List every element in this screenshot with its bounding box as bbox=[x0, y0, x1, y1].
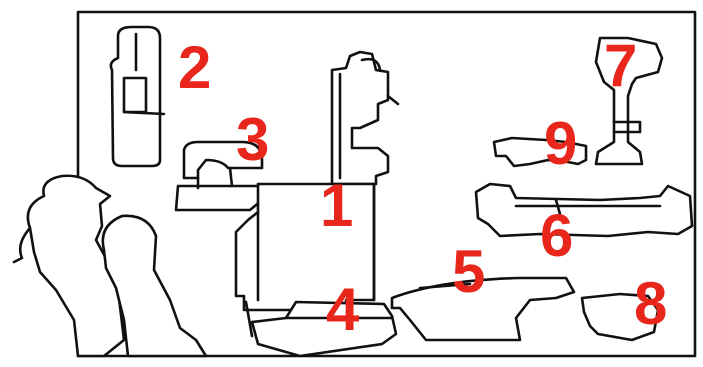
machine-2-bandsaw bbox=[111, 27, 164, 166]
label-9: 9 bbox=[544, 110, 577, 177]
machine-1-drill-press bbox=[236, 52, 398, 310]
label-6: 6 bbox=[540, 202, 573, 269]
label-4: 4 bbox=[326, 276, 360, 343]
label-5: 5 bbox=[452, 238, 485, 305]
label-7: 7 bbox=[604, 32, 637, 99]
label-1: 1 bbox=[320, 172, 353, 239]
label-3: 3 bbox=[236, 106, 269, 173]
machine-6-lathe bbox=[476, 184, 692, 236]
label-2: 2 bbox=[178, 34, 211, 101]
label-8: 8 bbox=[634, 270, 667, 337]
